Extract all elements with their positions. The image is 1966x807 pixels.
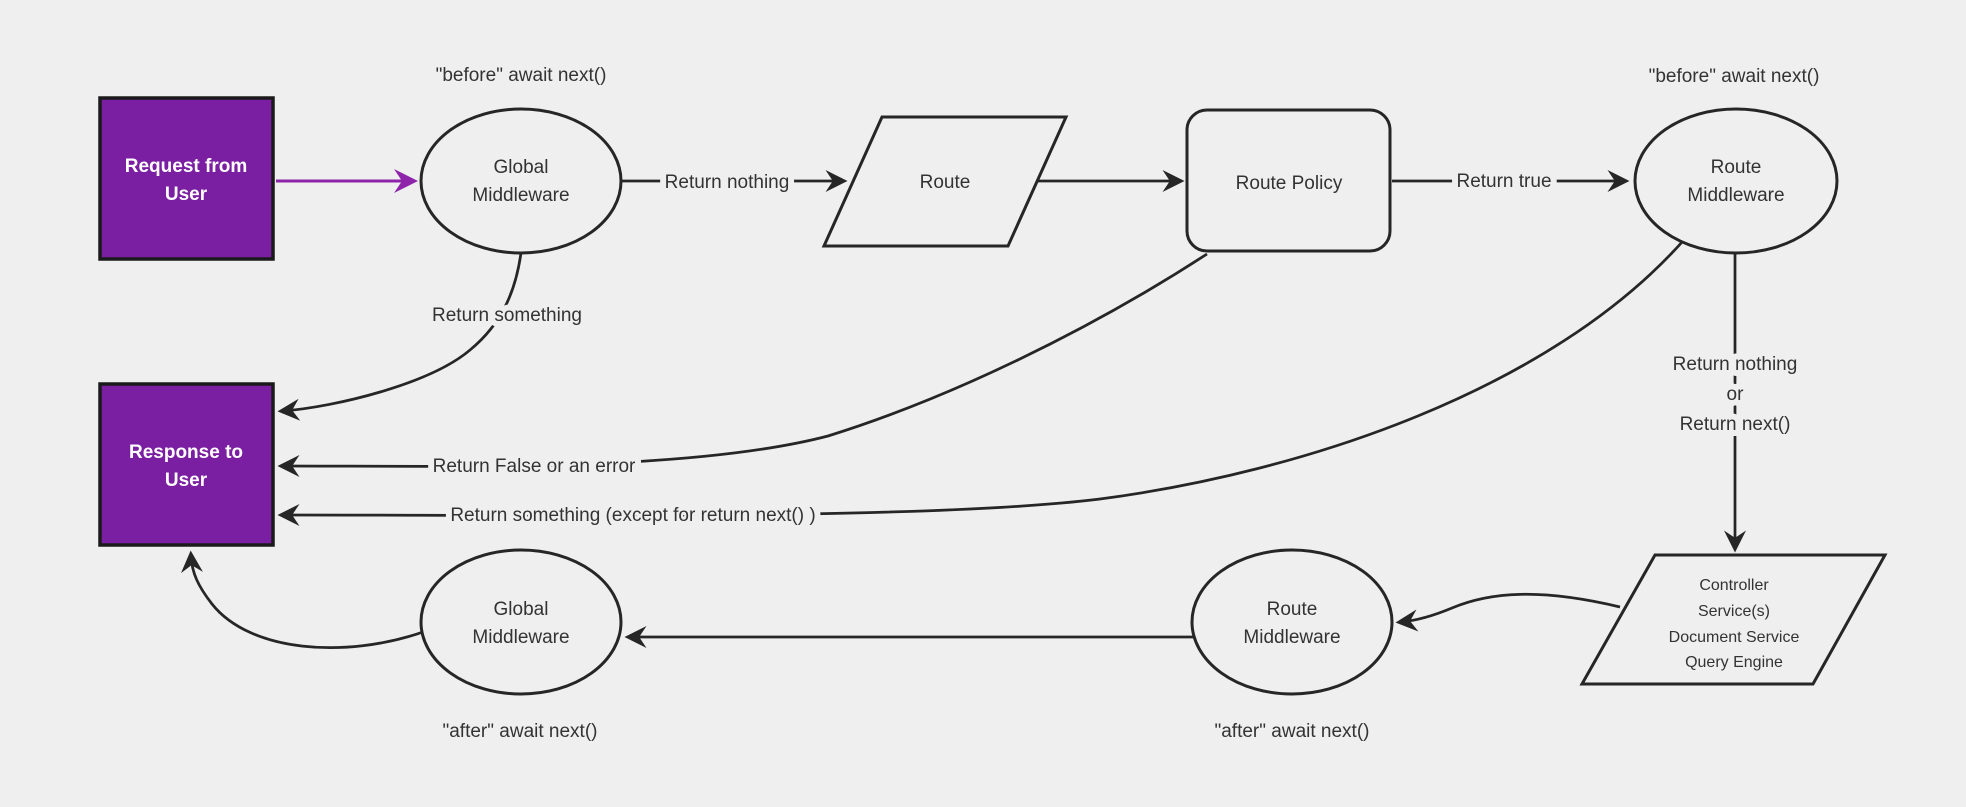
route-middleware-bottom-label-line2: Middleware bbox=[1243, 627, 1340, 648]
global-middleware-top-node bbox=[419, 107, 623, 255]
route-middleware-top-label-line1: Route bbox=[1711, 157, 1762, 178]
route-policy-node-label: Route Policy bbox=[1236, 173, 1343, 194]
edge-global-middleware-bottom-to-response bbox=[180, 550, 424, 650]
route-middleware-bottom-node bbox=[1190, 548, 1394, 696]
route-middleware-bottom-label-line1: Route bbox=[1267, 599, 1318, 620]
route-node-label: Route bbox=[920, 172, 971, 193]
edge-global-middleware-return-something bbox=[277, 252, 523, 421]
global-middleware-top-label-line1: Global bbox=[494, 157, 549, 178]
before-await-next-global-annotation: "before" await next() bbox=[436, 65, 607, 86]
edge-label-return-false-or-error: Return False or an error bbox=[433, 456, 636, 477]
edge-label-return-something-except: Return something (except for return next… bbox=[450, 505, 815, 526]
controller-services-node bbox=[1579, 553, 1888, 686]
route-middleware-top-label-line2: Middleware bbox=[1687, 185, 1784, 206]
edge-route-middleware-return-something-except bbox=[277, 240, 1685, 527]
global-middleware-bottom-node bbox=[419, 548, 623, 696]
edge-label-return-nothing: Return nothing bbox=[665, 172, 790, 193]
global-middleware-top-label-line2: Middleware bbox=[472, 185, 569, 206]
response-node-label-line2: User bbox=[165, 470, 208, 491]
request-node-label-line2: User bbox=[165, 184, 208, 205]
request-node-label-line1: Request from bbox=[125, 156, 247, 177]
after-await-next-global-annotation: "after" await next() bbox=[443, 721, 598, 742]
route-middleware-top-node bbox=[1633, 107, 1839, 255]
response-to-user-node bbox=[98, 382, 275, 547]
controller-label-line1: Controller bbox=[1699, 577, 1769, 594]
route-node bbox=[821, 115, 1069, 248]
edge-controller-to-route-middleware-bottom bbox=[1395, 593, 1621, 632]
response-node-label-line1: Response to bbox=[129, 442, 243, 463]
edge-label-return-nothing-or-line2: or bbox=[1727, 384, 1745, 405]
controller-label-line2: Service(s) bbox=[1698, 603, 1770, 620]
edge-label-return-something: Return something bbox=[432, 305, 582, 326]
controller-label-line3: Document Service bbox=[1669, 629, 1800, 646]
edge-label-return-nothing-or-line1: Return nothing bbox=[1673, 354, 1798, 375]
edge-label-return-nothing-or-line3: Return next() bbox=[1680, 414, 1791, 435]
global-middleware-bottom-label-line2: Middleware bbox=[472, 627, 569, 648]
edge-label-return-true: Return true bbox=[1456, 171, 1551, 192]
controller-label-line4: Query Engine bbox=[1685, 654, 1783, 671]
before-await-next-route-annotation: "before" await next() bbox=[1649, 66, 1820, 87]
edge-route-policy-return-false bbox=[277, 252, 1208, 478]
request-from-user-node bbox=[98, 96, 275, 261]
global-middleware-bottom-label-line1: Global bbox=[494, 599, 549, 620]
route-policy-node bbox=[1185, 108, 1392, 253]
after-await-next-route-annotation: "after" await next() bbox=[1215, 721, 1370, 742]
